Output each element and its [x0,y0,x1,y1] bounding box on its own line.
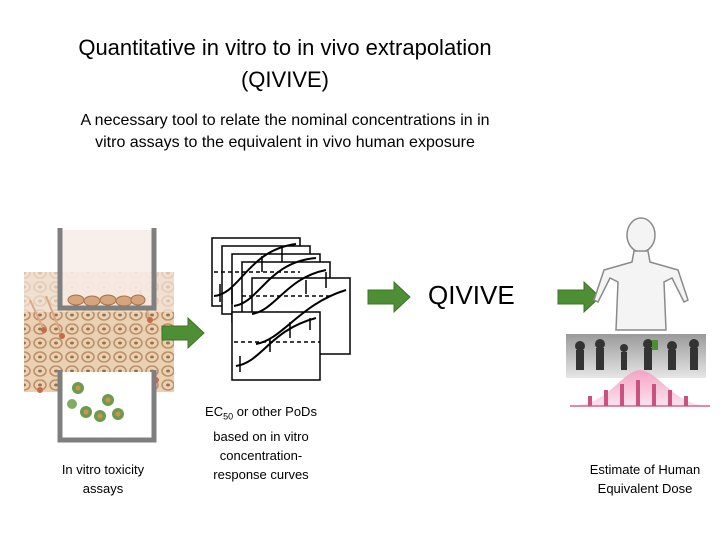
caption-left-line-1: In vitro toxicity [61,462,145,477]
right-arrow-icon [557,280,601,314]
ec-subscript: 50 [223,411,234,422]
title-line-1: Quantitative in vitro to in vivo extrapo… [78,35,492,60]
subtitle-line-2: vitro assays to the equivalent in vivo h… [95,134,475,151]
subtitle: A necessary tool to relate the nominal c… [0,110,570,154]
spheroid-cells [67,382,124,422]
caption-mid-line-1: EC50 or other PoDs [196,402,326,427]
culture-well-top-icon [57,228,157,311]
subtitle-line-1: A necessary tool to relate the nominal c… [80,112,490,129]
culture-well-bottom-icon [57,370,157,443]
population-image [566,334,706,378]
caption-right-line-2: Equivalent Dose [597,481,693,496]
caption-mid-line-3: concentration- [219,447,303,463]
caption-ec50: EC50 or other PoDs based on in vitro con… [196,402,326,484]
caption-left-line-2: assays [82,481,124,496]
ec-label: EC [205,404,224,419]
caption-in-vitro-assays: In vitro toxicity assays [28,460,178,498]
right-arrow-icon [161,316,205,350]
dose-response-curves-icon [211,237,351,381]
caption-right-line-1: Estimate of Human [589,462,701,477]
right-arrow-icon [367,280,411,314]
caption-mid-line-1-rest: or other PoDs [233,404,317,419]
human-figure-icon [593,217,689,331]
title-line-2: (QIVIVE) [240,67,329,92]
caption-mid-line-4: response curves [213,466,309,482]
page-title: Quantitative in vitro to in vivo extrapo… [0,32,570,96]
distribution-curve [570,370,710,407]
caption-mid-line-2: based on in vitro [213,428,309,444]
qivive-label: QIVIVE [428,280,515,310]
caption-human-equivalent-dose: Estimate of Human Equivalent Dose [570,460,720,498]
